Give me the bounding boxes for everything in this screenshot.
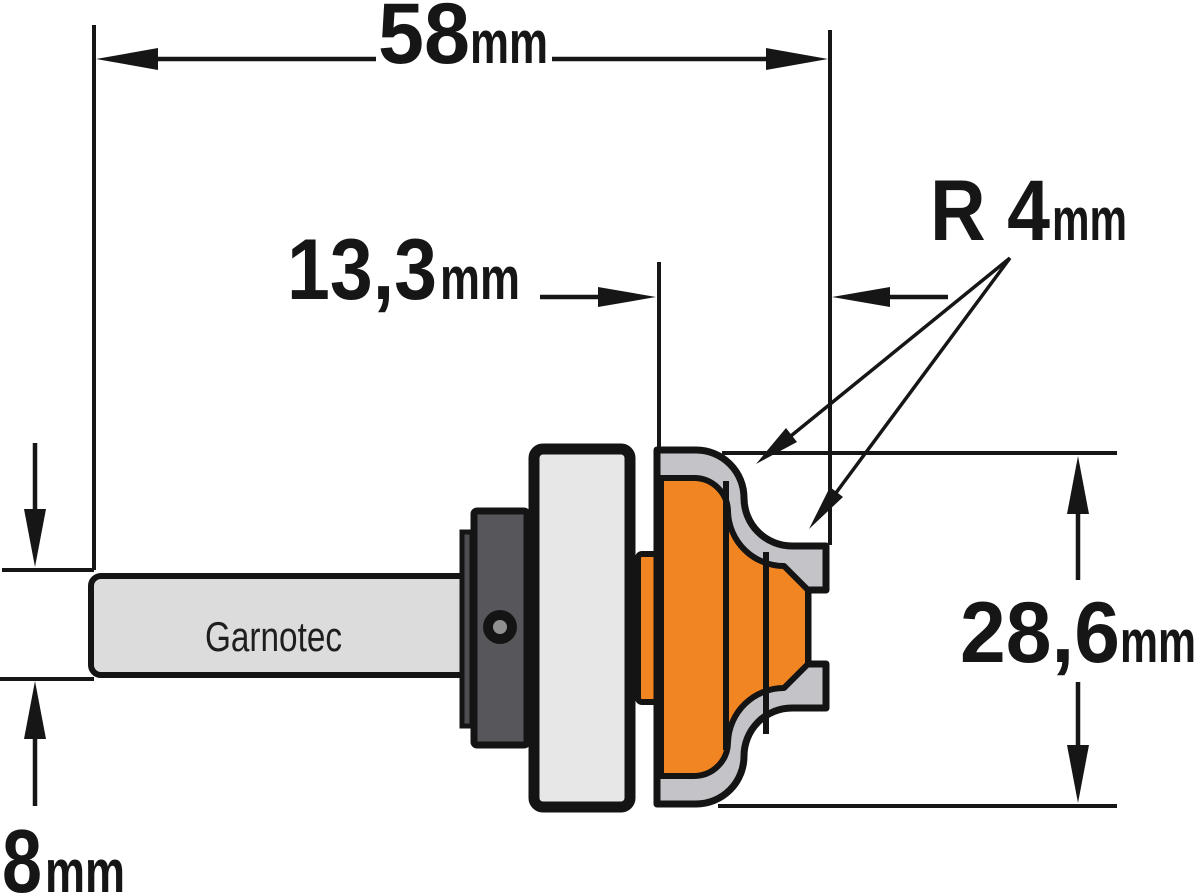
router-bit: Garnotec: [88, 443, 830, 813]
arrowhead-up-icon: [1067, 456, 1089, 514]
leader-line: [779, 256, 1012, 446]
dimension-overall-length: 58mm: [92, 0, 832, 570]
leader-line: [825, 256, 1012, 507]
brand-label: Garnotec: [205, 613, 342, 660]
dimension-label: 8mm: [2, 812, 125, 895]
arrowhead-left-icon: [832, 287, 890, 307]
arrowhead-up-icon: [24, 681, 46, 739]
arrowhead-down-icon: [1067, 745, 1089, 803]
arrowhead-right-icon: [766, 48, 828, 70]
set-screw-center: [493, 620, 507, 634]
radius-label: R 4mm: [930, 163, 1127, 259]
dimension-label: 58mm: [378, 0, 548, 82]
dimension-cutting-length: 13,3mm: [287, 222, 948, 450]
dimension-shank-diameter: 8mm: [0, 443, 125, 895]
arrowhead-left-icon: [96, 48, 158, 70]
dimension-label: 13,3mm: [287, 222, 520, 318]
bearing: [528, 443, 636, 813]
dimension-cutting-diameter: 28,6mm: [718, 451, 1196, 808]
leader-arrowhead-icon: [756, 428, 797, 464]
arrowhead-down-icon: [24, 509, 46, 567]
leader-arrowhead-icon: [809, 487, 843, 529]
arrowhead-right-icon: [598, 287, 656, 307]
dimension-label: 28,6mm: [960, 585, 1196, 681]
radius-annotation: R 4mm: [756, 163, 1127, 529]
